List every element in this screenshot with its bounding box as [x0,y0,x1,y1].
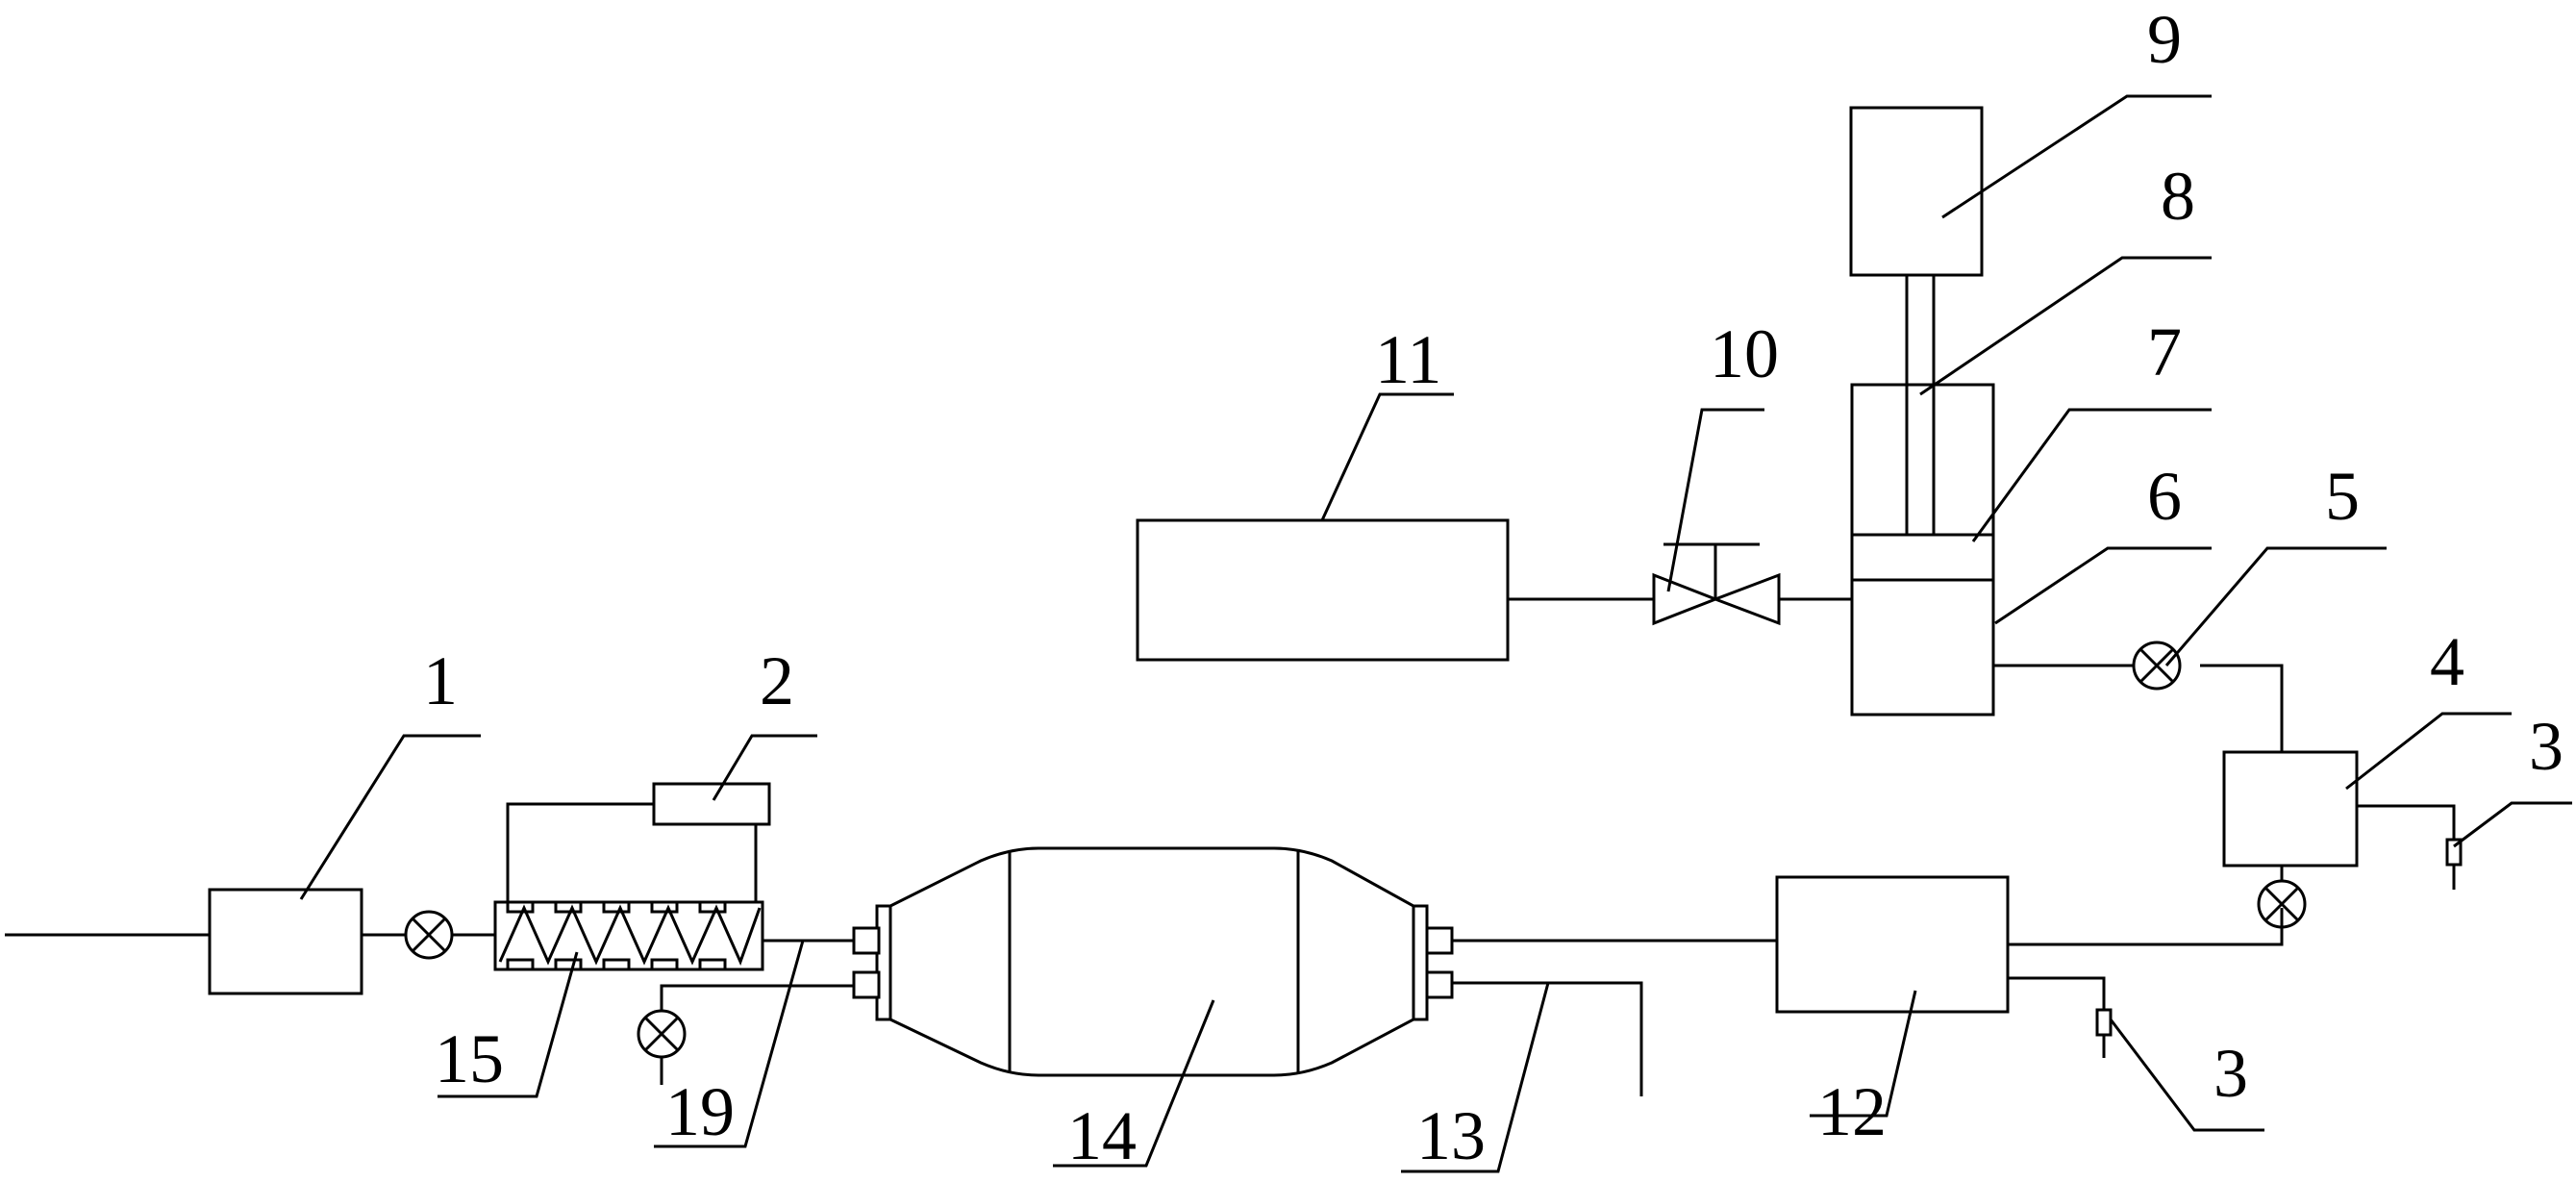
component-11-box [1136,518,1510,662]
pipe-12-sensor [2008,976,2106,1010]
wire-2-left [506,802,654,902]
component-4-box [2222,750,2359,868]
heater-fins [506,900,727,971]
valve-left-icon [404,910,454,960]
valve-4-lower-icon [2257,879,2307,929]
label-3-upper: 3 [2529,708,2563,785]
label-14: 14 [1067,1097,1137,1174]
leader-lines [299,94,2572,1173]
label-19: 19 [665,1073,735,1150]
label-7: 7 [2147,314,2182,390]
label-4: 4 [2430,623,2464,700]
pipe-12-4 [2008,908,2284,946]
component-12-box [1775,875,2010,1014]
label-10: 10 [1710,315,1779,392]
label-15: 15 [435,1020,504,1097]
number-labels: 1 2 3 3 4 5 6 7 8 9 10 11 12 13 14 15 19 [423,1,2563,1174]
sensor-3-lower-icon [2095,1008,2113,1058]
cylinder-6 [1850,383,1995,717]
heater-coil-15 [493,900,764,971]
valve-19-icon [637,1009,687,1059]
pipe-4-sensor [2357,804,2456,840]
pipe-branch-19 [660,984,854,1012]
label-11: 11 [1375,321,1441,398]
pipe-4-valve5 [2200,664,2284,752]
label-3-lower: 3 [2213,1035,2248,1112]
valve-10-icon [1652,542,1781,626]
label-2: 2 [760,642,794,719]
component-1-box [208,888,363,995]
label-5: 5 [2325,458,2360,535]
label-12: 12 [1817,1073,1887,1150]
valve-5-icon [2132,641,2182,691]
label-1: 1 [423,642,458,719]
label-8: 8 [2161,158,2195,235]
pipe-outlet-13 [1452,981,1643,1096]
label-13: 13 [1416,1097,1486,1174]
component-9-box [1849,106,1984,277]
label-6: 6 [2147,458,2182,535]
reactor-14 [852,846,1454,1077]
component-2-box [652,782,771,826]
label-9: 9 [2147,1,2182,78]
sensor-3-upper-icon [2445,838,2463,890]
